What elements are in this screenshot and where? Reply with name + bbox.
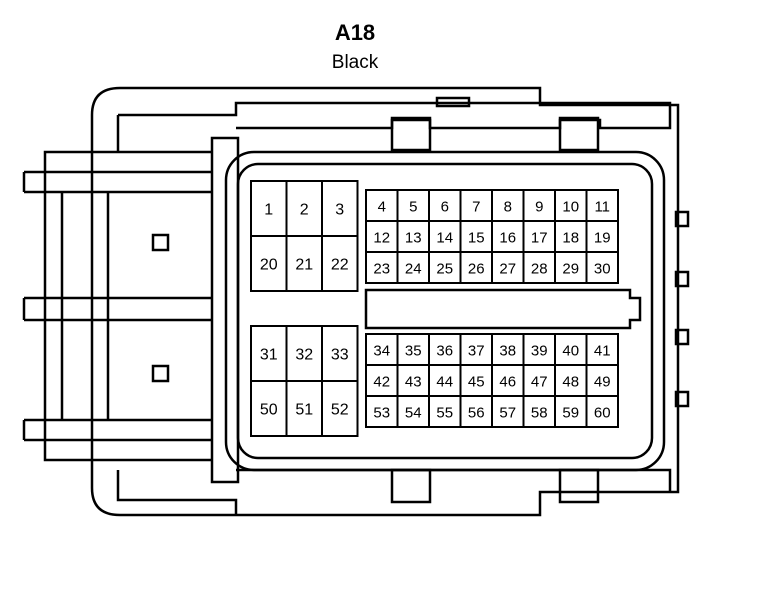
pin-label-12: 12 (373, 230, 390, 247)
pin-label-31: 31 (260, 347, 278, 364)
connector-id: A18 (334, 20, 376, 45)
pin-cavity-60 (585, 395, 619, 428)
pin-label-28: 28 (531, 261, 548, 278)
pin-label-49: 49 (594, 374, 611, 391)
pin-label-53: 53 (373, 405, 390, 422)
connector-color: Black (331, 52, 379, 73)
pin-label-25: 25 (436, 261, 453, 278)
pin-label-13: 13 (405, 230, 422, 247)
pin-label-51: 51 (295, 402, 313, 419)
pin-label-34: 34 (373, 343, 390, 360)
connector-housing (22, 86, 690, 517)
pin-label-18: 18 (562, 230, 579, 247)
pin-label-38: 38 (499, 343, 516, 360)
pin-label-8: 8 (504, 199, 512, 216)
pin-label-35: 35 (405, 343, 422, 360)
pin-label-60: 60 (594, 405, 611, 422)
pin-label-58: 58 (531, 405, 548, 422)
pin-label-4: 4 (378, 199, 386, 216)
pin-label-52: 52 (331, 402, 349, 419)
pin-label-16: 16 (499, 230, 516, 247)
pin-label-59: 59 (562, 405, 579, 422)
pin-label-50: 50 (260, 402, 278, 419)
pin-label-36: 36 (436, 343, 453, 360)
pin-label-22: 22 (331, 257, 349, 274)
pin-label-2: 2 (300, 202, 309, 219)
pin-label-33: 33 (331, 347, 349, 364)
pin-label-6: 6 (441, 199, 449, 216)
pin-label-17: 17 (531, 230, 548, 247)
pin-label-40: 40 (562, 343, 579, 360)
pin-label-39: 39 (531, 343, 548, 360)
pin-label-15: 15 (468, 230, 485, 247)
pin-label-3: 3 (335, 202, 344, 219)
pin-label-55: 55 (436, 405, 453, 422)
pin-label-48: 48 (562, 374, 579, 391)
pin-label-9: 9 (535, 199, 543, 216)
pin-label-47: 47 (531, 374, 548, 391)
pin-label-43: 43 (405, 374, 422, 391)
pin-label-37: 37 (468, 343, 485, 360)
pin-label-26: 26 (468, 261, 485, 278)
pin-label-5: 5 (409, 199, 417, 216)
pin-label-10: 10 (562, 199, 579, 216)
pin-cavity-52 (321, 380, 359, 437)
pin-cavity-30 (585, 251, 619, 284)
pin-label-27: 27 (499, 261, 516, 278)
pin-label-11: 11 (594, 199, 610, 216)
pin-label-57: 57 (499, 405, 516, 422)
pin-label-42: 42 (373, 374, 390, 391)
pin-label-24: 24 (405, 261, 422, 278)
pin-label-19: 19 (594, 230, 611, 247)
pin-label-23: 23 (373, 261, 390, 278)
pin-label-30: 30 (594, 261, 611, 278)
pin-label-46: 46 (499, 374, 516, 391)
pin-label-20: 20 (260, 257, 278, 274)
pin-label-45: 45 (468, 374, 485, 391)
pin-label-44: 44 (436, 374, 453, 391)
pin-label-41: 41 (594, 343, 611, 360)
pin-label-54: 54 (405, 405, 422, 422)
pin-cavity-22 (321, 235, 359, 292)
pin-label-21: 21 (295, 257, 313, 274)
pin-label-1: 1 (264, 202, 273, 219)
pin-label-14: 14 (436, 230, 453, 247)
pin-label-29: 29 (562, 261, 579, 278)
pin-label-7: 7 (472, 199, 480, 216)
pin-label-56: 56 (468, 405, 485, 422)
pin-label-32: 32 (295, 347, 313, 364)
